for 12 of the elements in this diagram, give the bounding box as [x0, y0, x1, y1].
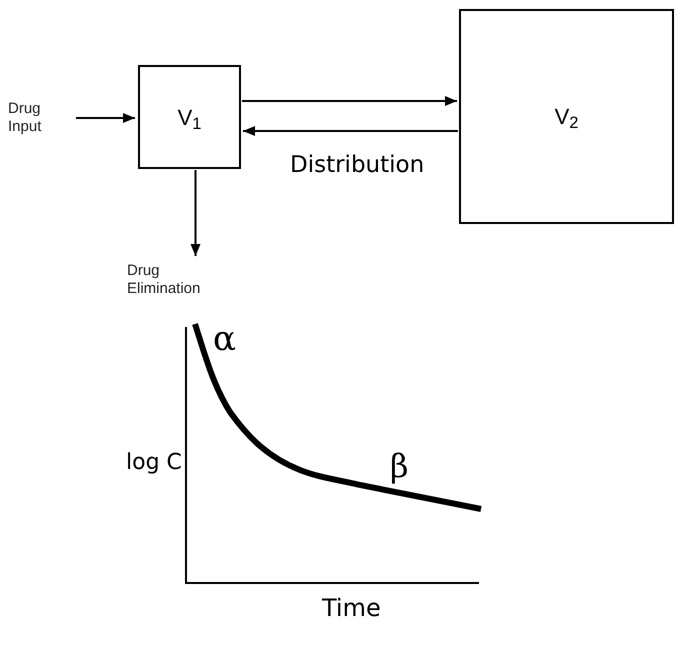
node-label: Drug Input — [8, 100, 70, 136]
axis-label: log C — [126, 452, 182, 474]
node-label: Drug Elimination — [127, 262, 237, 302]
alpha-label: α — [213, 322, 236, 356]
arrow — [76, 113, 135, 123]
compartment-box: V$_{1}$ — [138, 65, 241, 169]
arrow — [243, 126, 458, 136]
compartment-box: V$_{2}$ — [459, 9, 674, 224]
arrow — [242, 96, 457, 106]
axis-label: Time — [322, 596, 381, 620]
beta-label: β — [390, 450, 408, 482]
arrow — [190, 170, 200, 256]
